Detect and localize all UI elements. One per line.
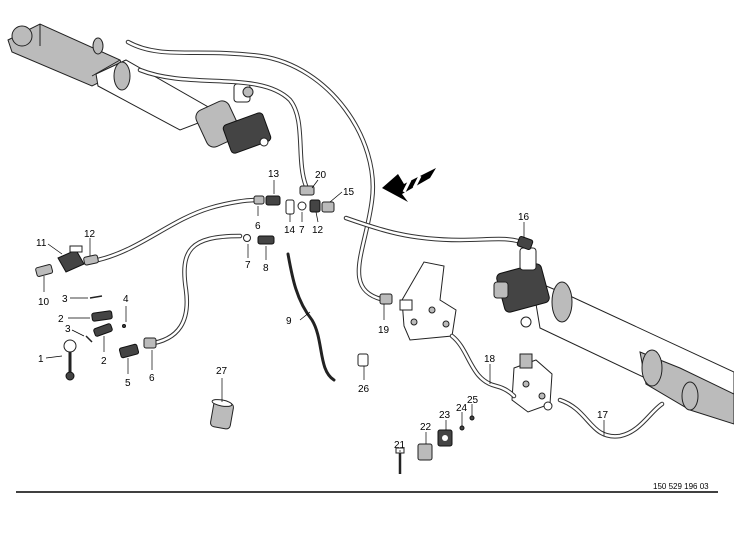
callout-25: 25 bbox=[467, 395, 479, 406]
mounting-bracket bbox=[399, 261, 457, 341]
callout-6-lower: 6 bbox=[149, 373, 155, 384]
right-actuator-unit bbox=[493, 247, 550, 328]
document-number: 150 529 196 03 bbox=[653, 482, 709, 491]
callout-3-lower: 3 bbox=[65, 324, 71, 335]
left-hydraulic-cylinder bbox=[7, 23, 211, 131]
callout-10: 10 bbox=[38, 297, 50, 308]
callout-26: 26 bbox=[358, 384, 370, 395]
callout-4: 4 bbox=[123, 294, 129, 305]
callout-23: 23 bbox=[439, 410, 451, 421]
callout-labels: 1 2 2 3 3 4 5 6 6 7 7 8 9 10 11 12 12 13… bbox=[36, 169, 609, 451]
callout-24: 24 bbox=[456, 403, 468, 414]
callout-15: 15 bbox=[343, 187, 355, 198]
callout-7-mid: 7 bbox=[245, 260, 251, 271]
valve-block bbox=[511, 353, 553, 413]
callout-7-top: 7 bbox=[299, 225, 305, 236]
callout-12-left: 12 bbox=[84, 229, 96, 240]
right-hydraulic-cylinder bbox=[531, 279, 734, 425]
callout-20: 20 bbox=[315, 170, 327, 181]
callout-3-upper: 3 bbox=[62, 294, 68, 305]
callout-2-lower: 2 bbox=[101, 356, 107, 367]
callout-9: 9 bbox=[286, 316, 292, 327]
hoses bbox=[95, 39, 665, 439]
callout-12-right: 12 bbox=[312, 225, 324, 236]
callout-17: 17 bbox=[597, 410, 609, 421]
callout-14: 14 bbox=[284, 225, 296, 236]
callout-27: 27 bbox=[216, 366, 228, 377]
flow-direction-arrow bbox=[382, 168, 436, 202]
callout-13: 13 bbox=[268, 169, 280, 180]
callout-2-upper: 2 bbox=[58, 314, 64, 325]
callout-19: 19 bbox=[378, 325, 390, 336]
leader-lines bbox=[43, 179, 605, 452]
callout-8: 8 bbox=[263, 263, 269, 274]
callout-22: 22 bbox=[420, 422, 432, 433]
callout-6-upper: 6 bbox=[255, 221, 261, 232]
callout-1: 1 bbox=[38, 354, 44, 365]
callout-16: 16 bbox=[518, 212, 530, 223]
callout-18: 18 bbox=[484, 354, 496, 365]
callout-11: 11 bbox=[36, 238, 47, 249]
left-actuator-unit bbox=[195, 83, 272, 154]
callout-5: 5 bbox=[125, 378, 131, 389]
callout-21: 21 bbox=[394, 440, 406, 451]
